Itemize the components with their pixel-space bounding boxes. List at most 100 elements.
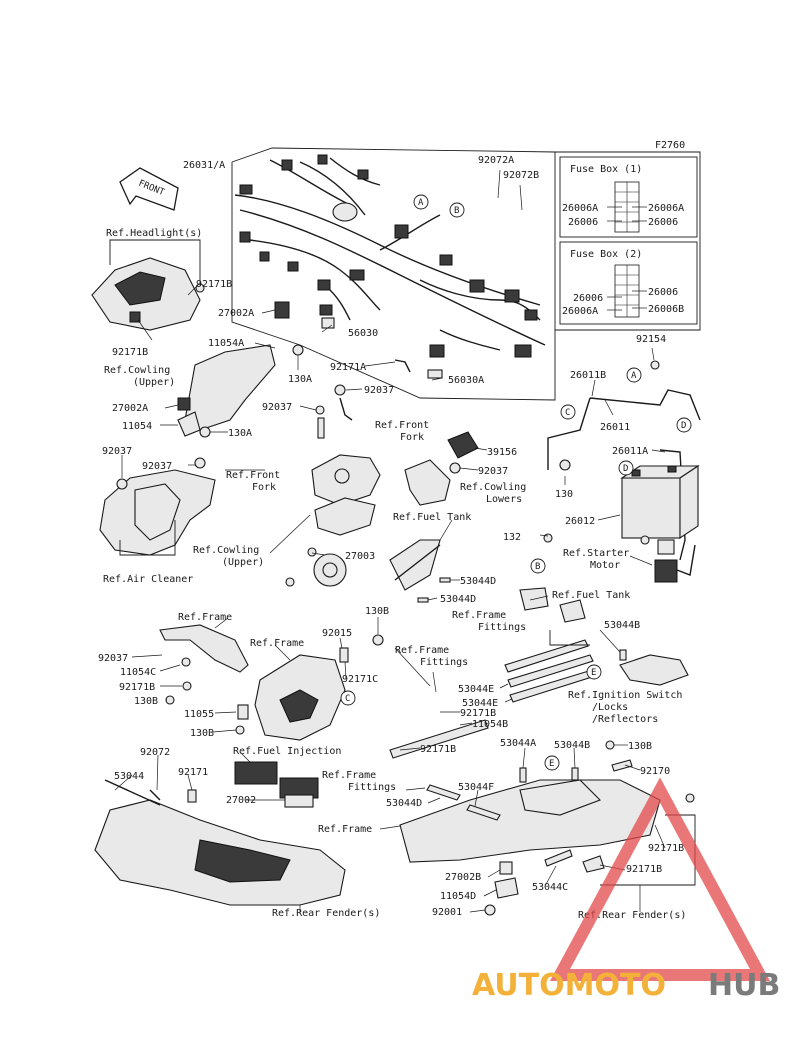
cowling-lowers-bracket bbox=[404, 459, 461, 506]
label-11054b: 11054B bbox=[472, 719, 508, 730]
frame-fittings-strips bbox=[504, 630, 596, 703]
label-53044d-a: 53044D bbox=[460, 576, 496, 587]
label-53044f: 53044F bbox=[458, 782, 494, 793]
label-ignition1: Ref.Ignition Switch bbox=[568, 690, 682, 701]
label-56030a: 56030A bbox=[448, 375, 484, 386]
front-arrow: FRONT bbox=[119, 167, 179, 211]
label-92171b-d: 92171B bbox=[460, 708, 496, 719]
label-fuel-tank-b: Ref.Fuel Tank bbox=[552, 590, 630, 601]
label-53044d-c: 53044D bbox=[386, 798, 422, 809]
label-11054: 11054 bbox=[122, 421, 152, 432]
battery-26012 bbox=[620, 464, 700, 540]
label-92171b-g: 92171B bbox=[626, 864, 662, 875]
callout-c-1: C bbox=[565, 408, 570, 418]
label-53044b-a: 53044B bbox=[604, 620, 640, 631]
front-fork-steering bbox=[311, 454, 381, 536]
label-92171b-c: 92171B bbox=[119, 682, 155, 693]
label-cowl-lowers1: Ref.Cowling bbox=[460, 482, 526, 493]
label-56030: 56030 bbox=[348, 328, 378, 339]
label-130b-a: 130B bbox=[365, 606, 389, 617]
callout-b-1: B bbox=[454, 206, 459, 216]
callout-c-2: C bbox=[345, 694, 350, 704]
label-headlight: Ref.Headlight(s) bbox=[106, 228, 202, 239]
label-rear-fender-a: Ref.Rear Fender(s) bbox=[272, 908, 380, 919]
callout-a-1: A bbox=[418, 198, 424, 208]
label-fuel-tank-a: Ref.Fuel Tank bbox=[393, 512, 471, 523]
label-27003: 27003 bbox=[345, 551, 375, 562]
label-92171b-e: 92171B bbox=[420, 744, 456, 755]
label-11055: 11055 bbox=[184, 709, 214, 720]
label-harness: 26031/A bbox=[183, 160, 225, 171]
label-frame-fittings-a2: Fittings bbox=[478, 622, 526, 633]
fuse-box-2-left-0: 26006 bbox=[573, 293, 603, 304]
label-92171: 92171 bbox=[178, 767, 208, 778]
fuse-box-1-left-0: 26006A bbox=[562, 203, 598, 214]
label-27002a-b: 27002A bbox=[112, 403, 148, 414]
upper-cowling-bracket bbox=[177, 301, 304, 438]
fuse-box-2-panel: Fuse Box (2) 26006 26006A 26006 26006B bbox=[559, 241, 698, 325]
label-26012: 26012 bbox=[565, 516, 595, 527]
air-cleaner-panel bbox=[99, 457, 216, 556]
label-fuel-injection: Ref.Fuel Injection bbox=[233, 746, 341, 757]
callout-b-2: B bbox=[535, 562, 540, 572]
callout-e-1: E bbox=[591, 668, 596, 678]
label-130a-a: 130A bbox=[288, 374, 312, 385]
label-rear-fender-b: Ref.Rear Fender(s) bbox=[578, 910, 686, 921]
main-harness-illustration bbox=[234, 154, 546, 379]
label-92072b: 92072B bbox=[503, 170, 539, 181]
rear-fender-left bbox=[94, 779, 346, 906]
label-53044d-b: 53044D bbox=[440, 594, 476, 605]
fuse-box-2-right-1: 26006B bbox=[648, 304, 684, 315]
callout-d-2: D bbox=[623, 464, 628, 474]
label-130b-c: 130B bbox=[190, 728, 214, 739]
label-frame-b: Ref.Frame bbox=[250, 638, 304, 649]
label-27002a-a: 27002A bbox=[218, 308, 254, 319]
label-frame-fittings-c1: Ref.Frame bbox=[322, 770, 376, 781]
label-front-fork-b2: Fork bbox=[252, 482, 276, 493]
fuse-box-1-right-0: 26006A bbox=[648, 203, 684, 214]
diagram-code: F2760 bbox=[655, 140, 685, 151]
label-27002b: 27002B bbox=[445, 872, 481, 883]
ignition-switch-assembly bbox=[619, 649, 689, 686]
label-frame-a: Ref.Frame bbox=[178, 612, 232, 623]
harness-frame bbox=[231, 147, 701, 401]
label-26011b: 26011B bbox=[570, 370, 606, 381]
label-130b-b: 130B bbox=[134, 696, 158, 707]
label-92037-d: 92037 bbox=[142, 461, 172, 472]
label-cowl-upper-a1: Ref.Cowling bbox=[104, 365, 170, 376]
label-92171a: 92171A bbox=[330, 362, 366, 373]
part-39156 bbox=[447, 431, 479, 459]
label-92171b-f: 92171B bbox=[648, 843, 684, 854]
label-92037-a: 92037 bbox=[364, 385, 394, 396]
label-53044b-b: 53044B bbox=[554, 740, 590, 751]
label-air-cleaner: Ref.Air Cleaner bbox=[103, 574, 193, 585]
label-92154: 92154 bbox=[636, 334, 666, 345]
callout-d-1: D bbox=[681, 421, 686, 431]
front-fork-hardware bbox=[315, 359, 411, 439]
label-92037-e: 92037 bbox=[478, 466, 508, 477]
fuse-box-1-left-1: 26006 bbox=[568, 217, 598, 228]
label-92037-f: 92037 bbox=[98, 653, 128, 664]
label-ignition3: /Reflectors bbox=[592, 714, 658, 725]
label-cowl-upper-b2: (Upper) bbox=[222, 557, 264, 568]
label-92171b-a: 92171B bbox=[196, 279, 232, 290]
label-starter1: Ref.Starter bbox=[563, 548, 629, 559]
rear-frame-right bbox=[389, 719, 696, 916]
headlight-assembly bbox=[91, 239, 205, 331]
label-92072: 92072 bbox=[140, 747, 170, 758]
horn-27003 bbox=[285, 547, 347, 587]
label-130b-d: 130B bbox=[628, 741, 652, 752]
label-53044: 53044 bbox=[114, 771, 144, 782]
label-53044e-b: 53044E bbox=[462, 698, 498, 709]
label-front-fork-b1: Ref.Front bbox=[226, 470, 280, 481]
label-cowl-upper-b1: Ref.Cowling bbox=[193, 545, 259, 556]
label-53044a: 53044A bbox=[500, 738, 536, 749]
label-92037-c: 92037 bbox=[102, 446, 132, 457]
left-frame-bracket bbox=[159, 624, 249, 735]
label-92037-b: 92037 bbox=[262, 402, 292, 413]
fuel-tank-bracket bbox=[389, 539, 451, 603]
label-53044e-a: 53044E bbox=[458, 684, 494, 695]
label-front-fork-a1: Ref.Front bbox=[375, 420, 429, 431]
label-frame-fittings-b2: Fittings bbox=[420, 657, 468, 668]
